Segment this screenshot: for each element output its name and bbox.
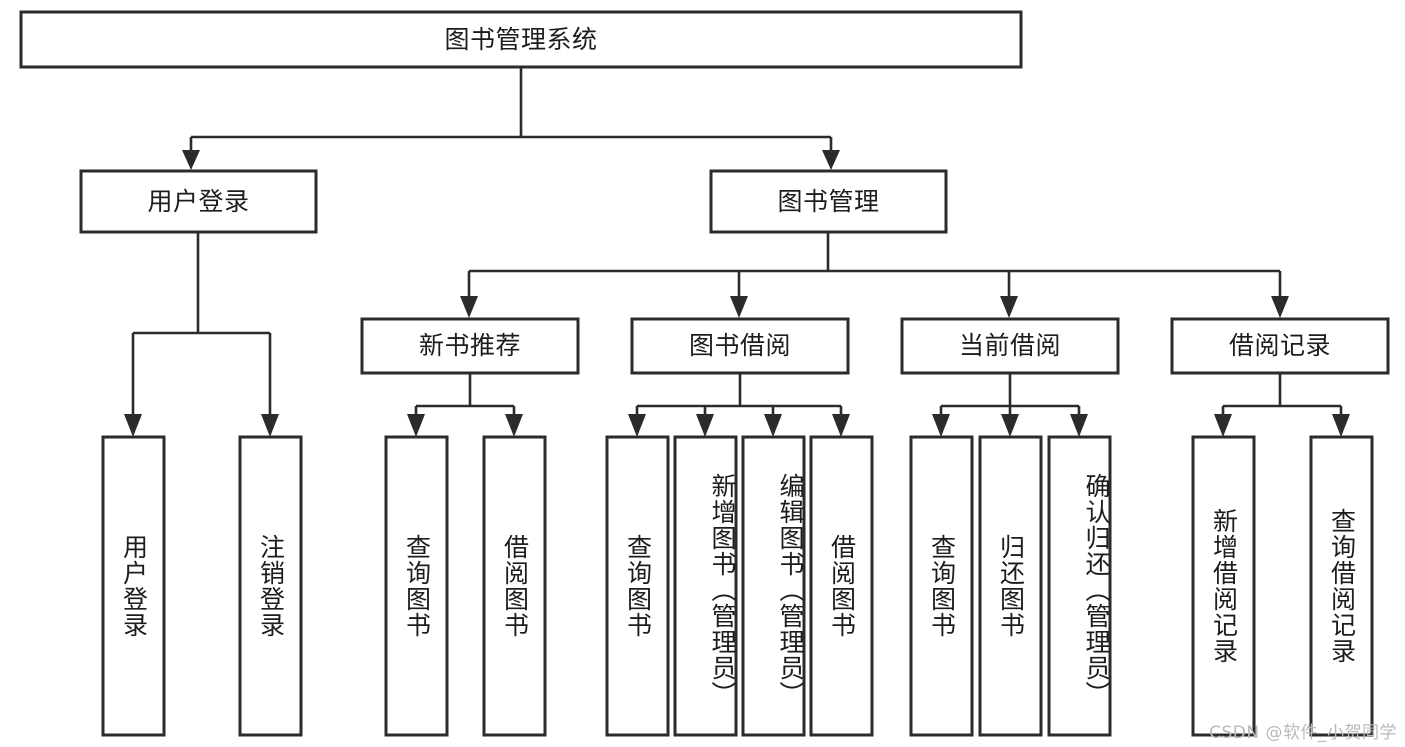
leaf-box-borrow-book-2[interactable] — [809, 435, 874, 737]
node-new-book-recommend-box[interactable] — [360, 317, 580, 375]
arrow-current-borrow-leaf-2 — [1001, 414, 1019, 437]
node-book-borrow-box[interactable] — [630, 317, 850, 375]
connector-borrow-record-to-leaves — [1221, 373, 1343, 418]
arrow-borrow-record-leaf-2 — [1332, 414, 1350, 437]
arrow-borrow-record-leaf-1 — [1214, 414, 1232, 437]
node-user-login-box[interactable] — [79, 169, 318, 234]
arrow-to-borrow-record — [1271, 296, 1289, 318]
leaf-box-user-login[interactable] — [101, 435, 166, 737]
leaf-box-add-record[interactable] — [1191, 435, 1256, 737]
connector-user-login-to-leaves — [131, 232, 272, 418]
leaf-box-borrow-book-1[interactable] — [482, 435, 547, 737]
arrow-book-borrow-leaf-3 — [764, 414, 782, 437]
connector-current-borrow-to-leaves — [939, 373, 1081, 418]
leaf-box-query-book-3[interactable] — [909, 435, 974, 737]
leaf-box-query-book-2[interactable] — [605, 435, 670, 737]
arrow-book-borrow-leaf-1 — [628, 414, 646, 437]
leaf-box-edit-book[interactable] — [741, 435, 806, 737]
connector-book-borrow-to-leaves — [635, 373, 843, 418]
connector-new-book-recommend-to-leaves — [414, 373, 516, 418]
arrow-to-new-book-recommend — [460, 296, 478, 318]
arrow-user-login-leaf-1 — [124, 414, 142, 437]
node-book-manage-box[interactable] — [709, 169, 948, 234]
arrow-to-current-borrow — [1000, 296, 1018, 318]
arrow-new-book-leaf-2 — [505, 414, 523, 437]
node-current-borrow-box[interactable] — [900, 317, 1120, 375]
arrow-to-book-borrow — [730, 296, 748, 318]
connector-root-to-bus — [189, 67, 833, 152]
leaf-box-confirm-return[interactable] — [1047, 435, 1112, 737]
arrow-current-borrow-leaf-1 — [932, 414, 950, 437]
leaf-box-return-book[interactable] — [978, 435, 1043, 737]
node-root-box[interactable] — [19, 10, 1023, 69]
arrow-book-borrow-leaf-2 — [696, 414, 714, 437]
leaf-box-query-book-1[interactable] — [384, 435, 449, 737]
arrow-root-to-user-login — [182, 150, 200, 170]
arrow-user-login-leaf-2 — [261, 414, 279, 437]
leaf-box-user-logout[interactable] — [238, 435, 303, 737]
arrow-root-to-book-manage — [822, 150, 840, 170]
arrow-new-book-leaf-1 — [407, 414, 425, 437]
leaf-box-add-book[interactable] — [673, 435, 738, 737]
connector-book-manage-to-bus — [467, 232, 1282, 300]
leaf-box-query-record[interactable] — [1309, 435, 1374, 737]
arrow-current-borrow-leaf-3 — [1070, 414, 1088, 437]
node-borrow-record-box[interactable] — [1170, 317, 1390, 375]
arrow-book-borrow-leaf-4 — [832, 414, 850, 437]
